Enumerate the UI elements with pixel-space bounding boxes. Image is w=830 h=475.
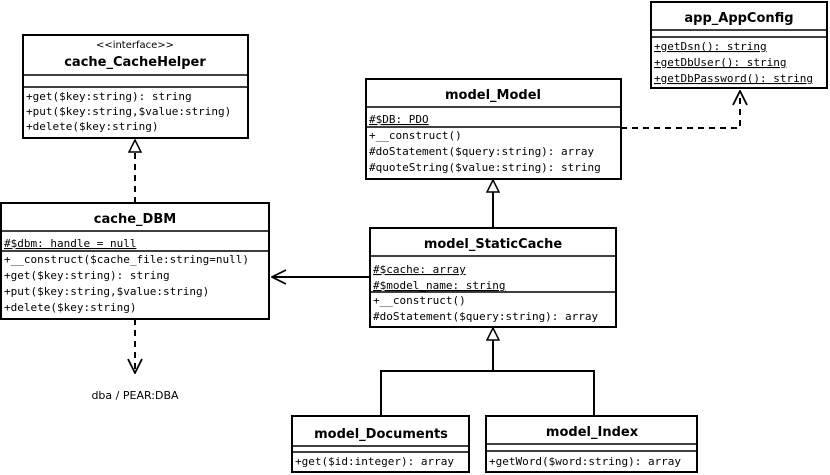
class-cache-cachehelper[interactable]: <<interface>> cache_CacheHelper +get($ke…: [22, 34, 249, 139]
operation-dostatement: #doStatement($query:string): array: [369, 145, 595, 158]
operation-getdbuser: +getDbUser(): string: [654, 56, 786, 69]
class-model-documents[interactable]: model_Documents +get($id:integer): array: [291, 415, 470, 473]
generalization-branch-index: [493, 370, 595, 416]
attribute-db: #$DB: PDO: [369, 113, 429, 126]
operation-delete: +delete($key:string): [26, 120, 158, 133]
class-name: cache_DBM: [94, 212, 176, 227]
operation-get: +get($id:integer): array: [295, 455, 454, 468]
operation-get: +get($key:string): string: [26, 90, 192, 103]
operation-get: +get($key:string): string: [4, 269, 170, 282]
class-app-appconfig[interactable]: app_AppConfig +getDsn(): string +getDbUs…: [650, 1, 828, 89]
attribute-model-name: #$model_name: string: [373, 279, 505, 292]
operation-put: +put($key:string,$value:string): [4, 285, 209, 298]
class-name: model_Model: [445, 88, 541, 103]
dependency-edge-model-to-appconfig: [621, 91, 740, 129]
dba-label: dba / PEAR:DBA: [91, 389, 179, 402]
operation-quotestring: #quoteString($value:string): string: [369, 161, 601, 174]
attribute-cache: #$cache: array: [373, 263, 466, 276]
class-name: model_StaticCache: [424, 237, 563, 252]
attribute-dbm: #$dbm: handle = null: [4, 237, 136, 250]
generalization-branch-documents: [380, 370, 493, 416]
class-stereotype: <<interface>>: [96, 40, 174, 51]
operation-delete: +delete($key:string): [4, 301, 136, 314]
operation-getdsn: +getDsn(): string: [654, 40, 767, 53]
operation-construct: +__construct(): [369, 129, 462, 142]
class-name: model_Index: [546, 425, 639, 440]
operation-construct: +__construct(): [373, 294, 466, 307]
class-name: model_Documents: [314, 427, 448, 442]
operation-put: +put($key:string,$value:string): [26, 105, 231, 118]
class-name: cache_CacheHelper: [64, 55, 206, 70]
operation-construct: +__construct($cache_file:string=null): [4, 253, 249, 266]
class-name: app_AppConfig: [684, 11, 793, 26]
operation-getdbpassword: +getDbPassword(): string: [654, 72, 813, 85]
connectors: [135, 91, 740, 416]
class-model-index[interactable]: model_Index +getWord($word:string): arra…: [485, 415, 698, 473]
class-model-staticcache[interactable]: model_StaticCache #$cache: array #$model…: [369, 227, 617, 328]
class-model-model[interactable]: model_Model #$DB: PDO +__construct() #do…: [365, 78, 622, 180]
class-cache-dbm[interactable]: cache_DBM #$dbm: handle = null +__constr…: [0, 202, 270, 320]
operation-getword: +getWord($word:string): array: [489, 455, 681, 468]
operation-dostatement: #doStatement($query:string): array: [373, 310, 599, 323]
